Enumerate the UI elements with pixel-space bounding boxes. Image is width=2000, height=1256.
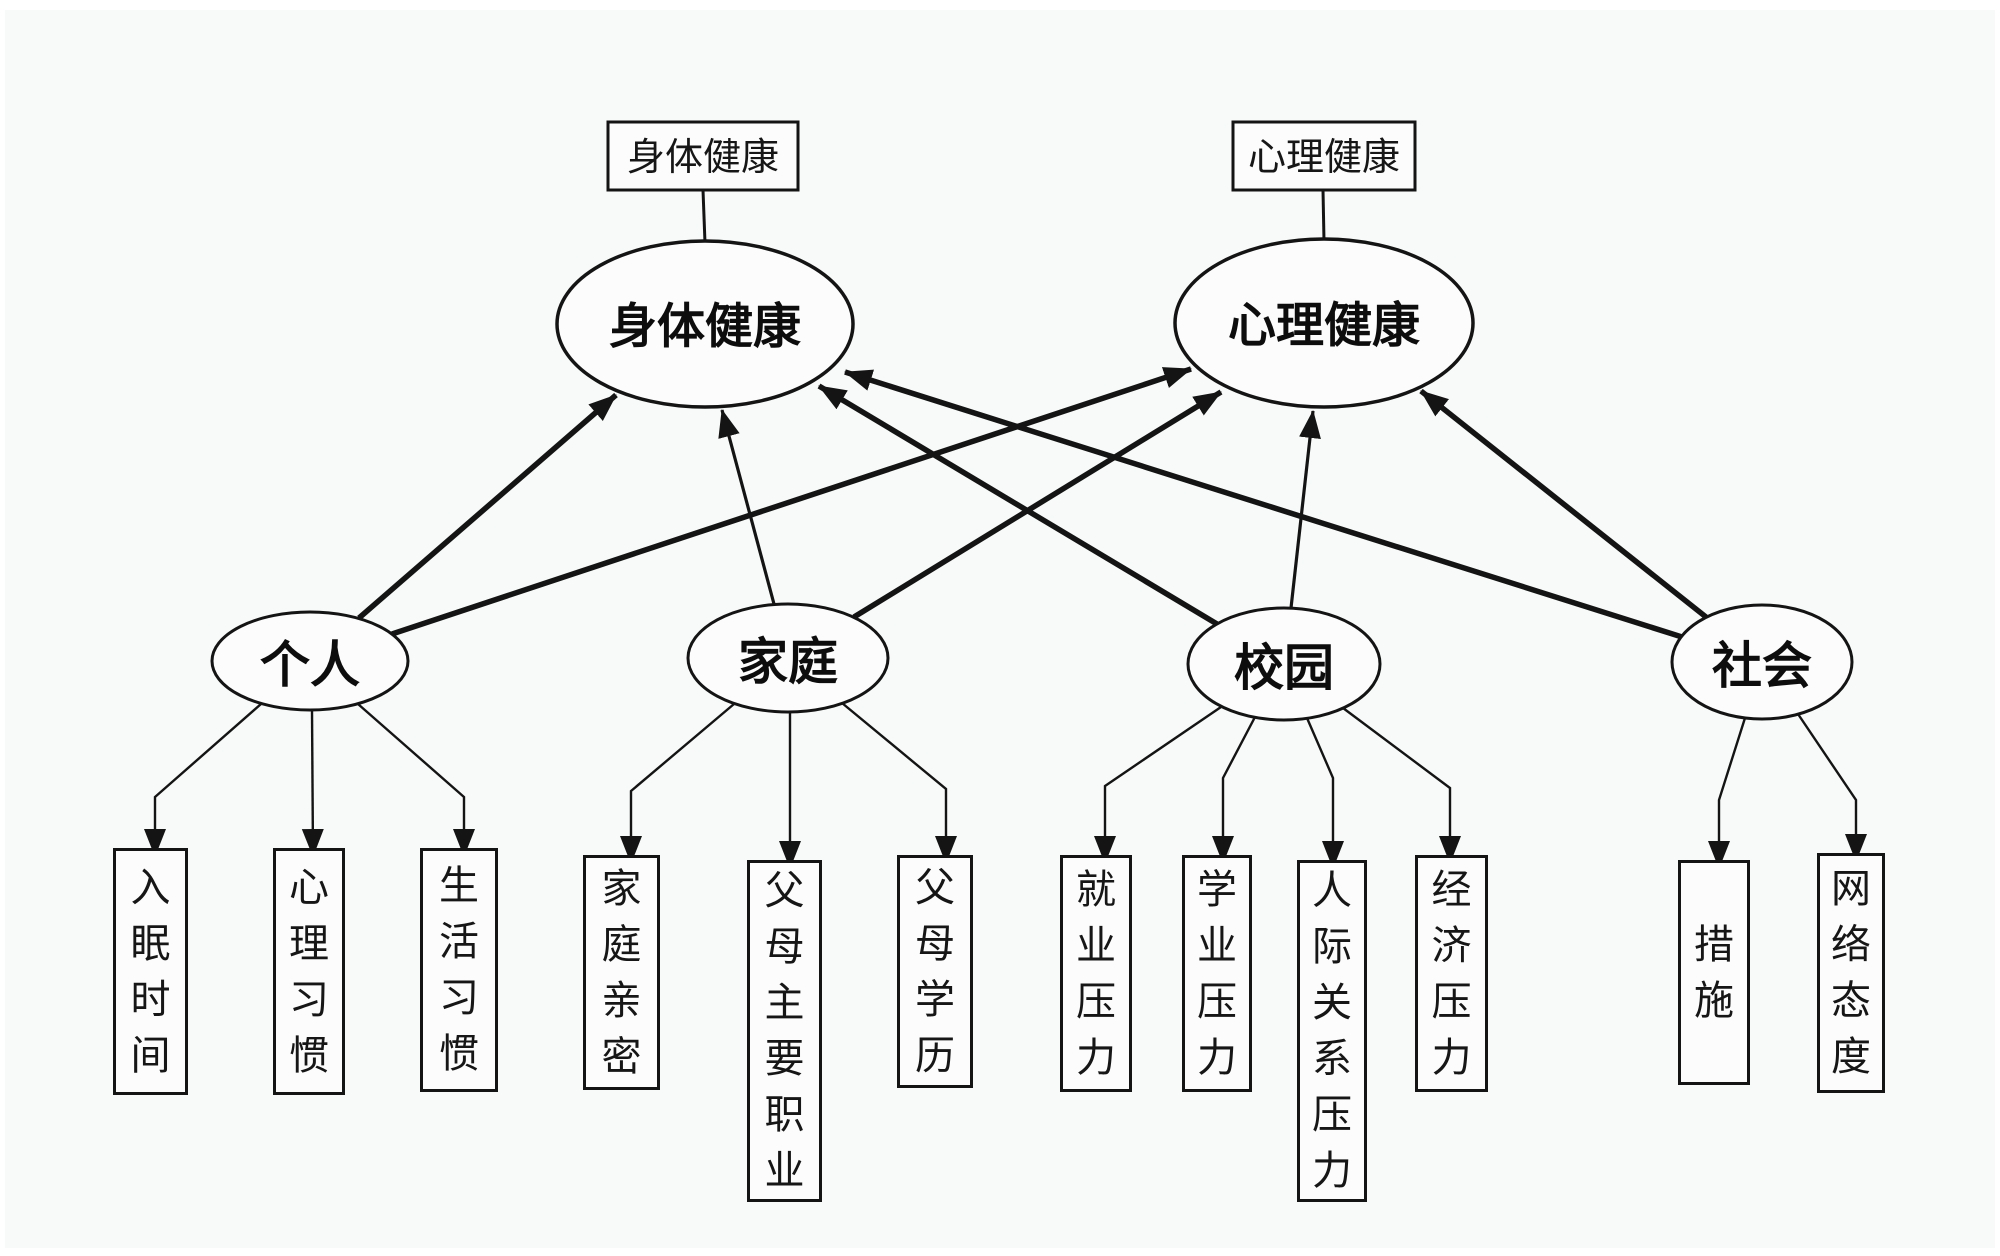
indicator-box-economic-pressure: 经济压力 <box>1415 855 1488 1092</box>
connector-physical-label-to-ellipse <box>701 189 707 244</box>
society-factor-label: 社会 <box>1712 638 1812 694</box>
edge-family-to-parents-education <box>841 702 957 864</box>
indicator-box-parents-education: 父母学历 <box>897 855 973 1088</box>
edge-campus-to-mental-health <box>1289 410 1321 609</box>
personal-factor-ellipse: 个人 <box>210 610 410 712</box>
indicator-box-psych-habit: 心理习惯 <box>273 848 345 1095</box>
indicator-box-internet-attitude: 网络态度 <box>1817 853 1885 1093</box>
mental-health-label: 心理健康 <box>1228 300 1420 353</box>
edge-society-to-measures <box>1708 717 1747 869</box>
indicator-box-parents-occupation: 父母主要职业 <box>747 860 822 1202</box>
indicator-box-sleep-time: 入眠时间 <box>113 848 188 1095</box>
edge-campus-to-interpersonal-pressure <box>1305 717 1344 869</box>
edge-personal-to-sleep-time <box>144 703 262 857</box>
diagram-canvas: 身体健康 心理健康 身体健康 心理健康 个人 家庭 <box>5 10 1995 1248</box>
edge-campus-to-economic-pressure <box>1342 707 1461 864</box>
edge-family-to-physical-health <box>718 409 776 605</box>
sem-path-diagram: 身体健康 心理健康 身体健康 心理健康 个人 家庭 <box>144 120 1867 869</box>
edge-personal-to-life-habit <box>357 703 475 857</box>
mental-health-title-label: 心理健康 <box>1248 137 1400 179</box>
physical-health-title-box: 身体健康 <box>606 120 800 192</box>
edge-personal-to-psych-habit <box>301 709 324 857</box>
edge-family-to-mental-health <box>852 389 1223 620</box>
society-factor-ellipse: 社会 <box>1670 603 1854 721</box>
edge-campus-to-physical-health <box>817 383 1219 627</box>
edge-campus-to-academic-pressure <box>1212 716 1257 864</box>
indicator-box-interpersonal-pressure: 人际关系压力 <box>1297 860 1367 1202</box>
edge-personal-to-physical-health <box>357 392 618 621</box>
family-factor-ellipse: 家庭 <box>686 602 890 714</box>
indicator-box-family-intimacy: 家庭亲密 <box>583 855 660 1090</box>
physical-health-label: 身体健康 <box>609 301 801 354</box>
campus-factor-label: 校园 <box>1234 640 1334 696</box>
edge-society-to-mental-health <box>1419 388 1708 620</box>
physical-health-title-label: 身体健康 <box>627 137 779 179</box>
mental-health-title-box: 心理健康 <box>1231 120 1417 192</box>
mental-health-ellipse: 心理健康 <box>1173 237 1475 409</box>
indicator-box-employment-pressure: 就业压力 <box>1060 855 1132 1092</box>
edge-personal-to-mental-health <box>391 366 1192 637</box>
indicator-box-academic-pressure: 学业压力 <box>1182 855 1252 1092</box>
family-factor-label: 家庭 <box>738 634 838 690</box>
edge-society-to-physical-health <box>844 369 1683 640</box>
indicator-box-measures: 措施 <box>1678 860 1750 1085</box>
edge-society-to-internet-attitude <box>1797 713 1867 862</box>
campus-factor-ellipse: 校园 <box>1186 606 1382 722</box>
edge-family-to-family-intimacy <box>620 703 735 864</box>
personal-factor-label: 个人 <box>260 637 360 693</box>
physical-health-ellipse: 身体健康 <box>555 239 855 409</box>
edge-campus-to-employment-pressure <box>1094 706 1222 864</box>
connector-mental-label-to-ellipse <box>1321 189 1326 242</box>
indicator-box-life-habit: 生活习惯 <box>420 848 498 1092</box>
